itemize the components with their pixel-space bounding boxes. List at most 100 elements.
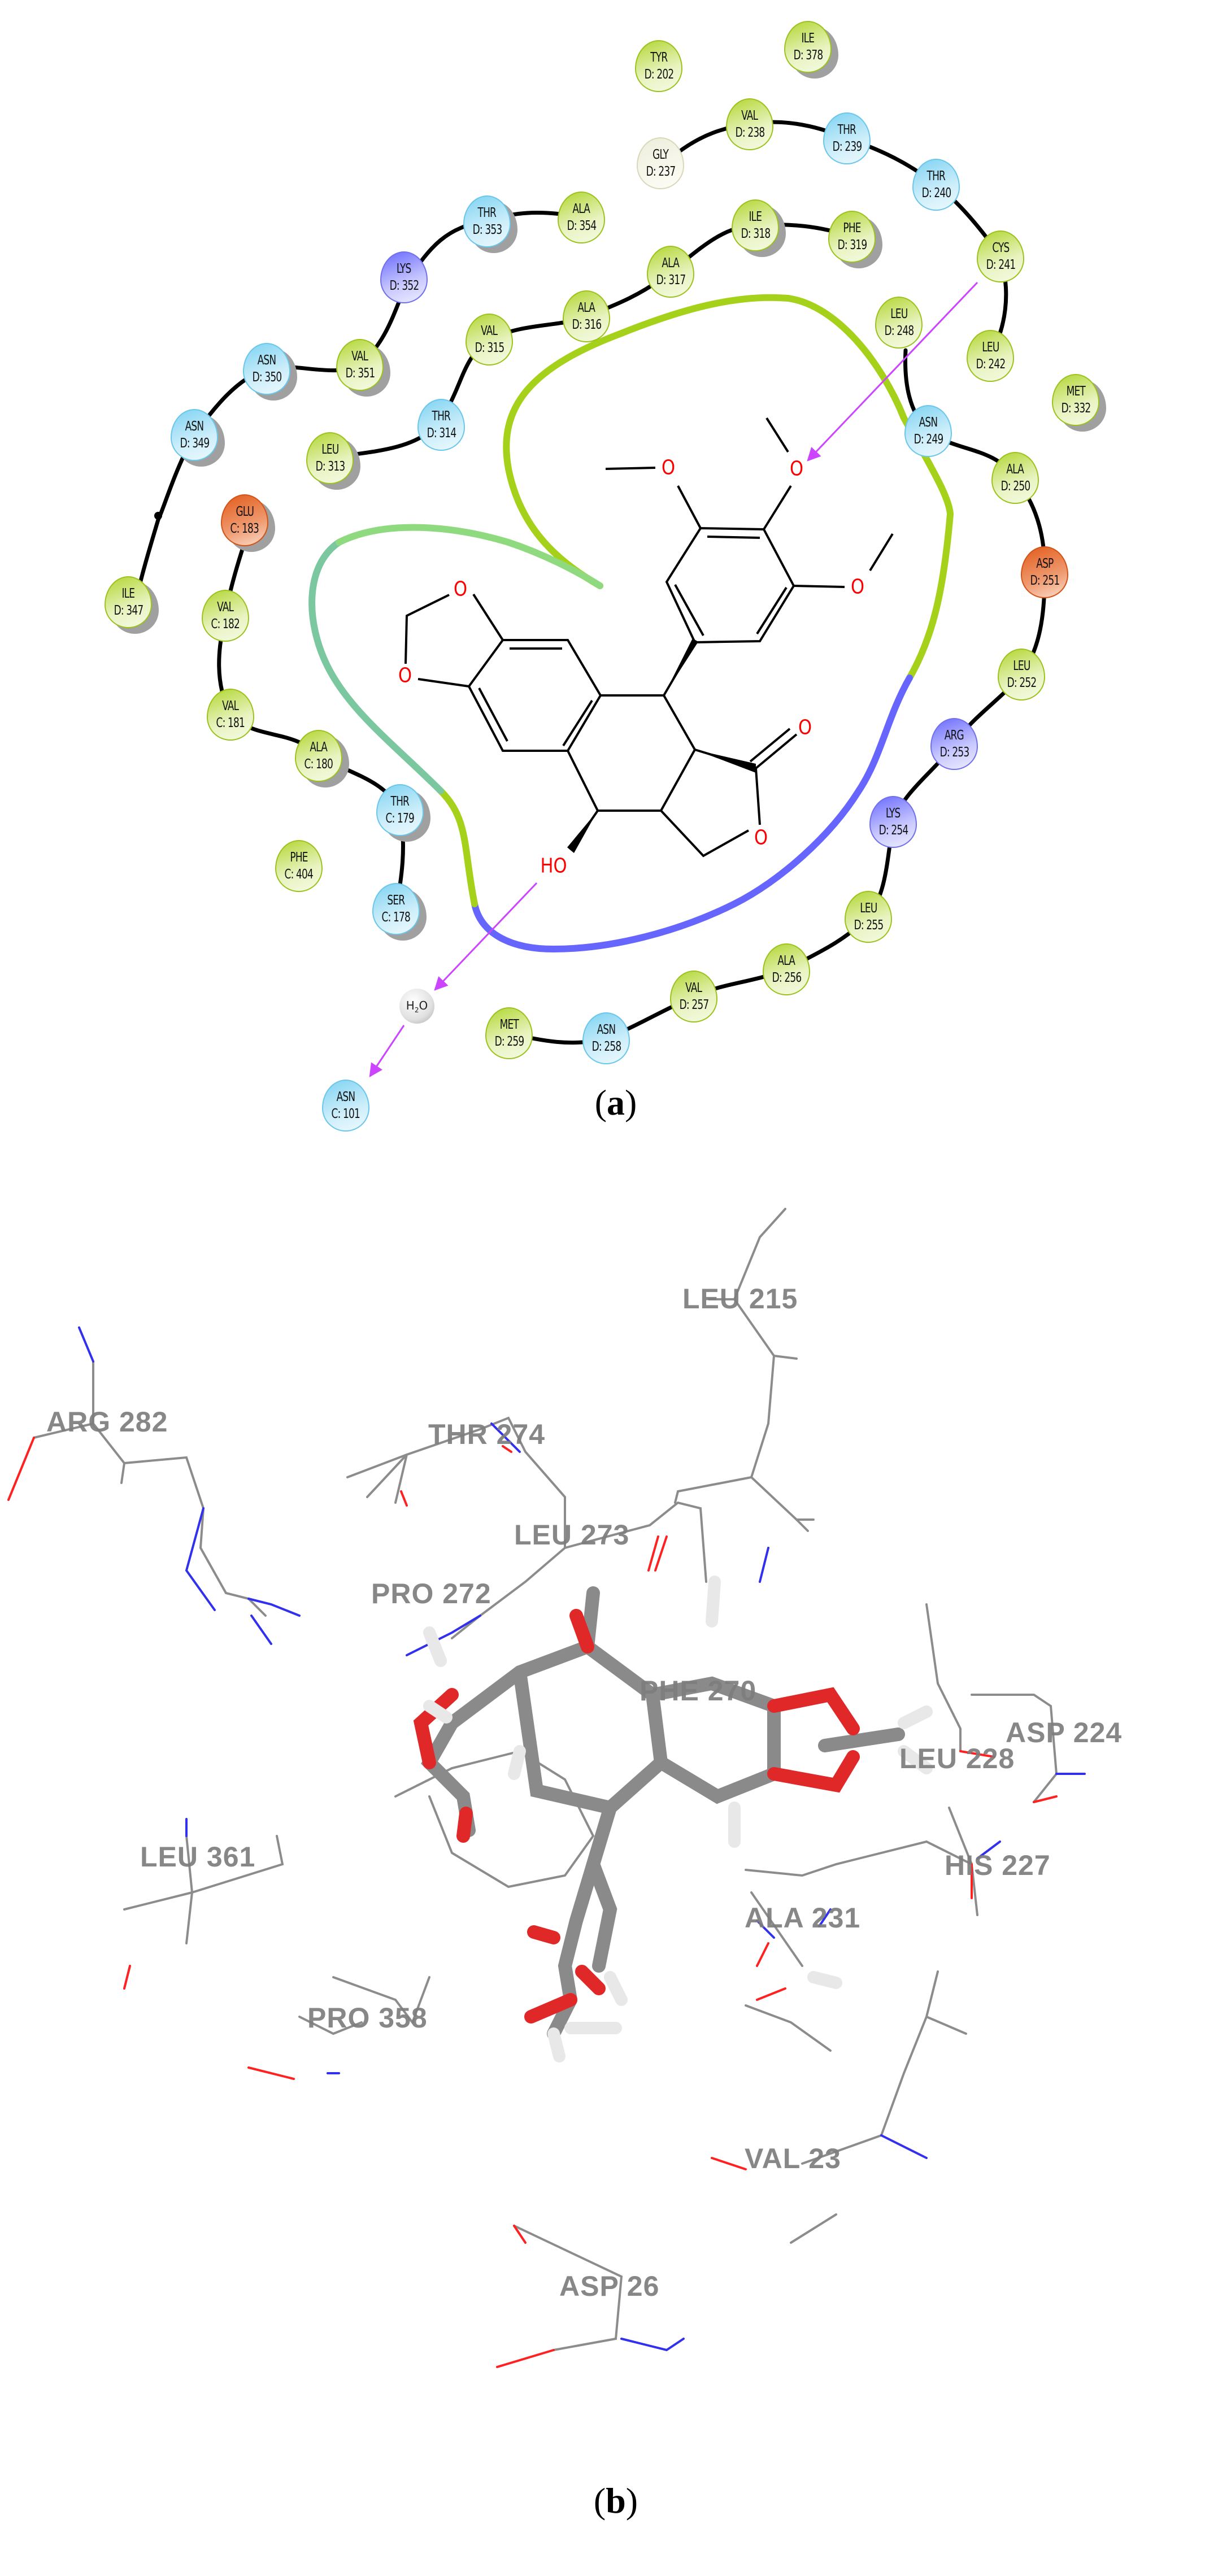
residue-name: ILE xyxy=(749,210,763,224)
residue-droplet-icon xyxy=(1052,374,1099,426)
residue-droplet-icon xyxy=(637,137,684,189)
residue-name: ASN xyxy=(919,415,938,430)
ligand-atom-label: O xyxy=(850,575,865,599)
residue-node: ALA C: 180 xyxy=(292,728,349,787)
residue-chain-id: D: 316 xyxy=(572,317,601,332)
residue-chain-id: D: 240 xyxy=(921,186,951,201)
residue-node: ILE D: 347 xyxy=(101,574,159,634)
residue-chain-id: D: 354 xyxy=(567,219,596,233)
residue-chain-id: D: 254 xyxy=(878,823,908,838)
residue-droplet-icon xyxy=(670,971,717,1022)
residue-chain-id: D: 259 xyxy=(494,1034,524,1049)
residue-3d-label: LEU 273 xyxy=(514,1519,630,1551)
residue-droplet-icon xyxy=(322,1080,369,1132)
residue-chain-id: D: 350 xyxy=(252,370,281,385)
residue-chain-id: D: 349 xyxy=(180,436,209,451)
ligand-atom-label: O xyxy=(453,577,468,601)
residue-chain-id: D: 256 xyxy=(772,971,801,985)
ligand-atom-label: O xyxy=(398,664,412,687)
residue-droplet-icon xyxy=(372,883,420,935)
water-molecule: H2O xyxy=(399,989,434,1024)
residue-chain-id: D: 347 xyxy=(114,603,143,618)
residue-name: THR xyxy=(390,794,410,809)
residue-chain-id: C: 180 xyxy=(304,757,333,772)
residue-droplet-icon xyxy=(823,112,871,164)
residue-name: THR xyxy=(837,123,856,137)
residue-chain-id: C: 179 xyxy=(385,811,415,826)
residue-chain-id: D: 250 xyxy=(1000,479,1030,494)
residue-chain-id: D: 378 xyxy=(793,48,823,63)
residue-droplet-icon xyxy=(105,576,152,628)
residue-chain-id: D: 332 xyxy=(1061,401,1090,416)
residue-name: ALA xyxy=(310,740,328,755)
residue-chain-id: D: 252 xyxy=(1007,676,1036,690)
residue-droplet-icon xyxy=(202,590,249,642)
residue-sticks xyxy=(33,1208,1058,2351)
residue-3d-label: PRO 358 xyxy=(307,2002,428,2034)
caption-a: (a) xyxy=(594,1082,637,1122)
residue-droplet-icon xyxy=(207,689,254,741)
residue-chain-id: D: 315 xyxy=(475,341,504,355)
residue-name: ILE xyxy=(121,586,136,601)
ligand-sticks xyxy=(413,1576,933,2062)
ligand-atom-label: O xyxy=(789,457,804,481)
residue-chain-id: D: 248 xyxy=(884,324,914,338)
residue-name: LYS xyxy=(886,806,901,821)
residue-droplet-icon xyxy=(243,343,290,395)
residue-3d-label: LEU 215 xyxy=(682,1283,798,1315)
ligand-atom-label: O xyxy=(754,826,768,850)
residue-droplet-icon xyxy=(991,452,1039,504)
residue-name: VAL xyxy=(222,699,239,713)
residue-name: VAL xyxy=(217,600,234,615)
residue-chain-id: D: 257 xyxy=(679,998,708,1012)
residue-3d-label: LEU 228 xyxy=(899,1743,1015,1774)
residue-name: PHE xyxy=(290,850,308,865)
residue-chain-id: D: 238 xyxy=(735,125,764,140)
residue-chain-id: C: 101 xyxy=(331,1107,360,1121)
residue-droplet-icon xyxy=(869,796,917,848)
residue-name: ILE xyxy=(801,31,815,46)
residue-name: ASN xyxy=(185,419,204,434)
residue-chain-id: D: 255 xyxy=(854,918,883,933)
residue-chain-id: D: 351 xyxy=(345,366,375,381)
residue-chain-id: D: 313 xyxy=(315,459,345,474)
chain-break-dot xyxy=(154,512,162,520)
pocket-outline xyxy=(308,294,954,953)
residue-chain-id: D: 251 xyxy=(1030,573,1059,588)
residue-droplet-icon xyxy=(763,943,810,995)
hbond-arrows xyxy=(369,281,978,1077)
residue-name: SER xyxy=(387,893,406,908)
residue-name: PHE xyxy=(843,221,861,236)
residue-droplet-icon xyxy=(275,840,323,892)
residue-name: ALA xyxy=(662,256,680,271)
residue-name: VAL xyxy=(481,324,498,338)
residue-name: CYS xyxy=(991,241,1010,255)
residue-droplet-icon xyxy=(998,649,1045,700)
residue-node: ASN D: 349 xyxy=(167,407,225,467)
residue-name: THR xyxy=(432,409,451,424)
residue-3d-label: ARG 282 xyxy=(46,1406,168,1438)
residue-droplet-icon xyxy=(380,251,428,303)
residue-droplet-icon xyxy=(930,718,978,770)
residue-3d-label: HIS 227 xyxy=(945,1850,1051,1881)
residue-droplet-icon xyxy=(784,21,832,73)
residue-name: VAL xyxy=(685,981,702,995)
residue-chain-id: D: 258 xyxy=(591,1039,621,1054)
